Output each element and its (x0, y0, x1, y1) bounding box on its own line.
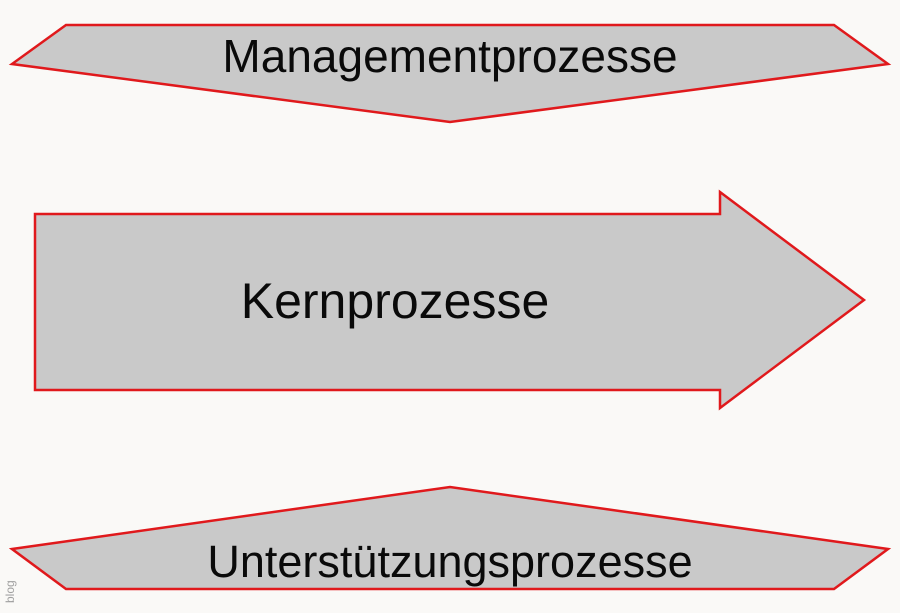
unterstuetzung-label: Unterstützungsprozesse (207, 536, 692, 587)
watermark-text: blog (3, 580, 17, 603)
management-banner-shape (8, 23, 892, 124)
management-label: Managementprozesse (222, 30, 677, 82)
kernprozesse-label: Kernprozesse (241, 273, 550, 329)
kernprozesse-arrow-shape (33, 189, 867, 411)
unterstuetzung-banner-shape (8, 485, 892, 591)
